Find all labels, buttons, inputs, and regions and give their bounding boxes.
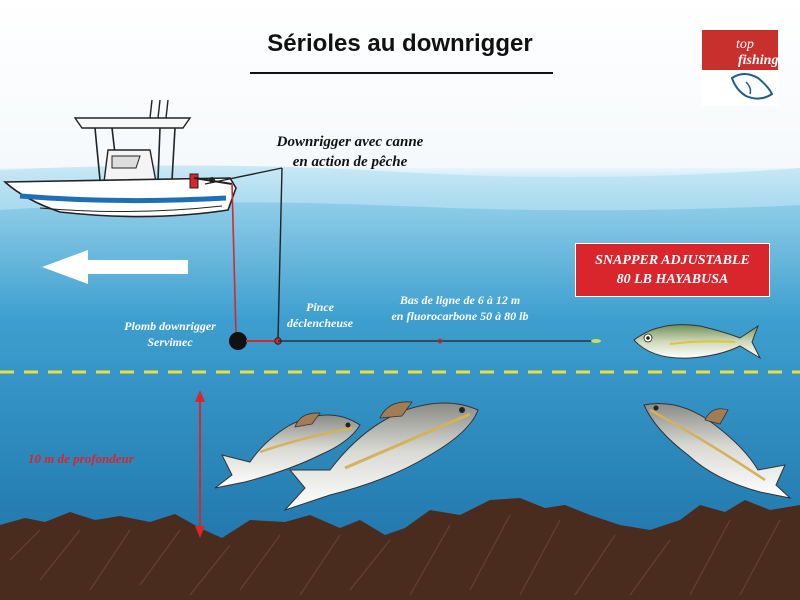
seabed: [0, 498, 800, 600]
release-clip-label-line1: Pince: [306, 300, 334, 314]
hook-callout: SNAPPER ADJUSTABLE 80 LB HAYABUSA: [575, 243, 770, 297]
leader-label-line1: Bas de ligne de 6 à 12 m: [399, 293, 521, 307]
logo-word-fishing: fishing: [738, 53, 779, 68]
arrow-left-icon: [42, 250, 188, 284]
hook-callout-line1: SNAPPER ADJUSTABLE: [595, 253, 750, 268]
downrigger-label: Downrigger avec canne en action de pêche: [250, 132, 450, 172]
weight-label-line1: Plomb downrigger: [124, 319, 216, 333]
weight-label-line2: Servimec: [147, 335, 193, 349]
hook-icon: [591, 339, 601, 343]
weight-label: Plomb downrigger Servimec: [105, 318, 235, 350]
bait-fish-icon: [633, 324, 762, 360]
top-fishing-logo: top fishing: [702, 30, 778, 106]
page-title: Sérioles au downrigger: [267, 30, 533, 57]
hook-callout-line2: 80 LB HAYABUSA: [616, 272, 729, 287]
title-underline: [250, 72, 553, 74]
swivel-icon: [437, 338, 443, 344]
fishing-line: [277, 167, 283, 341]
amberjack-fish-icon: [643, 403, 792, 499]
downrigger-label-line1: Downrigger avec canne: [276, 134, 424, 150]
logo-fish-icon: [730, 73, 774, 100]
amberjack-fish-icon: [283, 401, 479, 512]
logo-word-top: top: [736, 37, 754, 52]
depth-label: 10 m de profondeur: [28, 451, 134, 466]
logo-red-band: [702, 30, 778, 70]
seabed-texture: [9, 514, 781, 596]
release-clip-label-line2: déclencheuse: [287, 316, 353, 330]
boat-icon: [2, 99, 283, 218]
leader-label-line2: en fluorocarbone 50 à 80 lb: [391, 309, 529, 323]
downrigger-weight-icon: [229, 332, 278, 350]
amberjack-fish-icon: [214, 412, 361, 489]
depth-arrow: [195, 390, 205, 538]
downrigger-cable: [231, 183, 237, 337]
leader-label: Bas de ligne de 6 à 12 m en fluorocarbon…: [360, 292, 560, 324]
downrigger-label-line2: en action de pêche: [292, 154, 408, 170]
release-clip-label: Pince déclencheuse: [270, 299, 370, 331]
